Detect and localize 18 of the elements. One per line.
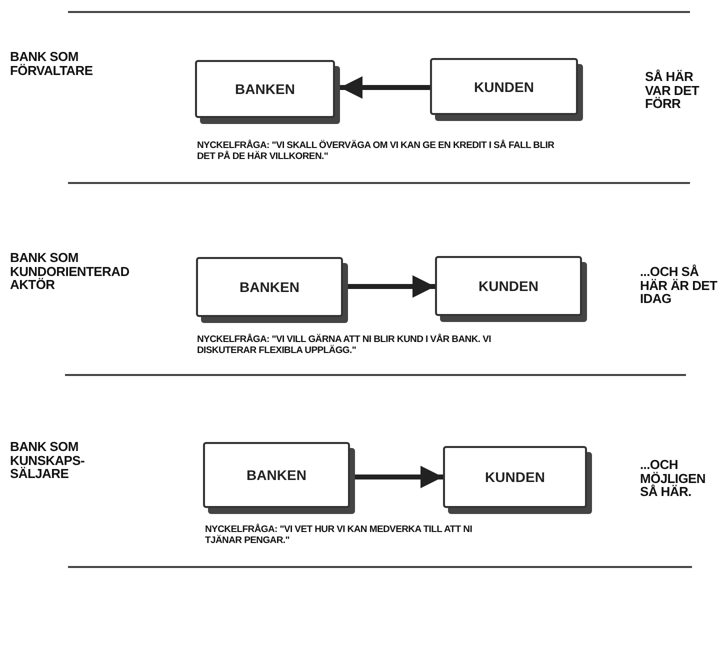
- row-heading: BANK SOM KUNDORIENTERAD AKTÖR: [10, 251, 130, 292]
- key-question-note: NYCKELFRÅGA: "VI SKALL ÖVERVÄGA OM VI KAN GE EN KREDIT I SÅ FALL BLIR DET PÅ DE HÄR VILLKOREN.": [197, 141, 556, 163]
- box-label: KUNDEN: [474, 78, 534, 94]
- arrow: [348, 275, 435, 298]
- key-question-note: NYCKELFRÅGA: "VI VILL GÄRNA ATT NI BLIR KUND I VÅR BANK. VI DISKUTERAR FLEXIBLA UPPLÄGG.": [197, 335, 492, 357]
- row-heading: ...OCH MÖJLIGEN SÅ HÄR.: [640, 458, 706, 499]
- box-label: BANKEN: [240, 279, 300, 295]
- box-label: BANKEN: [235, 81, 295, 97]
- box-label: BANKEN: [246, 467, 306, 483]
- arrow: [340, 76, 430, 99]
- row-heading: BANK SOM FÖRVALTARE: [10, 50, 94, 78]
- box-label: KUNDEN: [478, 278, 538, 294]
- row-heading: ...OCH SÅ HÄR ÄR DET IDAG: [640, 265, 718, 306]
- arrow: [355, 466, 443, 488]
- box-label: KUNDEN: [485, 469, 545, 485]
- row-heading: SÅ HÄR VAR DET FÖRR: [645, 70, 700, 111]
- row-heading: BANK SOM KUNSKAPS-SÄLJARE: [10, 440, 86, 481]
- key-question-note: NYCKELFRÅGA: "VI VET HUR VI KAN MEDVERKA TILL ATT NI TJÄNAR PENGAR.": [205, 525, 474, 547]
